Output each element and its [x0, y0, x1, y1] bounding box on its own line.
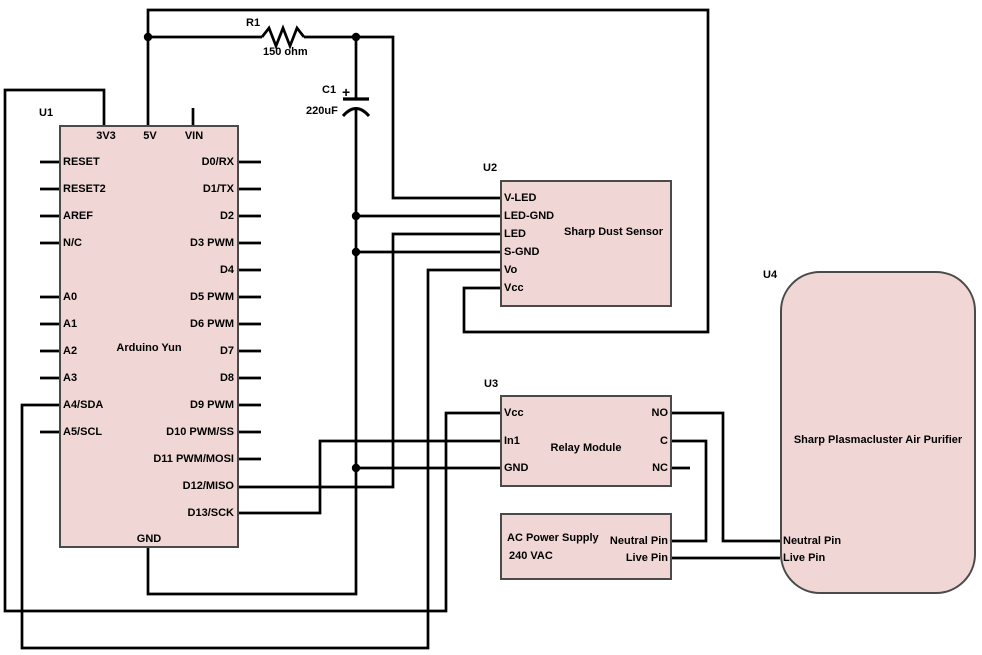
u1-pin-d8: D8 [219, 372, 234, 384]
u3-relay-body [500, 395, 672, 487]
u1-pin-d5: D5 PWM [190, 291, 234, 303]
u4-purifier-body [780, 271, 976, 594]
junction-dot [351, 32, 361, 42]
u1-pin-d1: D1/TX [202, 183, 234, 195]
u1-pin-d6: D6 PWM [190, 318, 234, 330]
c1-ref: C1 [322, 84, 337, 96]
u4-ref: U4 [763, 269, 778, 281]
u1-pin-a3: A3 [63, 372, 78, 384]
u3-ref: U3 [484, 378, 499, 390]
ac-pin-live: Live Pin [625, 552, 668, 564]
u2-name: Sharp Dust Sensor [564, 226, 664, 238]
u1-pin-5v: 5V [143, 130, 157, 142]
u1-pin-nc: N/C [63, 237, 82, 249]
u1-pin-a0: A0 [63, 291, 78, 303]
wire [672, 439, 708, 543]
wire [146, 8, 710, 334]
u3-pin-nc: NC [652, 462, 668, 474]
u2-pin-sgnd: S-GND [504, 246, 540, 258]
u1-pin-d3: D3 PWM [190, 237, 234, 249]
u1-pin-reset: RESET [63, 156, 100, 168]
u4-pin-neutral: Neutral Pin [783, 535, 842, 547]
u1-pin-d13: D13/SCK [187, 507, 234, 519]
u1-pin-aref: AREF [63, 210, 93, 222]
u4-name: Sharp Plasmacluster Air Purifier [793, 434, 963, 446]
u1-ref: U1 [39, 107, 54, 119]
u1-pin-d7: D7 [219, 345, 234, 357]
u1-pin-a5-scl: A5/SCL [63, 426, 103, 438]
u2-pin-vo: Vo [504, 264, 518, 276]
resistor-symbol [260, 24, 306, 50]
u3-pin-vcc: Vcc [504, 407, 524, 419]
wire [20, 268, 500, 650]
u2-pin-vled: V-LED [504, 192, 537, 204]
ac-supply-name: AC Power Supply [507, 532, 599, 544]
u3-pin-in1: In1 [504, 435, 520, 447]
wire [146, 108, 358, 596]
u1-pin-a2: A2 [63, 345, 78, 357]
u3-pin-c: C [660, 435, 668, 447]
u4-pin-live: Live Pin [783, 552, 826, 564]
pin-stub [40, 160, 59, 434]
u2-pin-led: LED [504, 228, 526, 240]
u2-pin-vcc: Vcc [504, 282, 524, 294]
u1-pin-gnd: GND [136, 533, 162, 545]
junction-dot [351, 247, 361, 257]
u1-name: Arduino Yun [116, 342, 182, 354]
capacitor-symbol [341, 97, 371, 118]
u2-ref: U2 [483, 162, 498, 174]
u2-dust-sensor-body [500, 180, 672, 307]
u1-pin-d9: D9 PWM [190, 399, 234, 411]
wire [304, 35, 500, 200]
c1-polarity: + [342, 84, 351, 100]
c1-value: 220uF [306, 105, 338, 117]
ac-pin-neutral: Neutral Pin [609, 535, 668, 547]
u1-pin-vin: VIN [184, 130, 204, 142]
u1-pin-d0: D0/RX [201, 156, 234, 168]
u1-pin-d10: D10 PWM/SS [166, 426, 234, 438]
u1-pin-d12: D12/MISO [182, 480, 234, 492]
u1-arduino-body [59, 125, 239, 548]
r1-ref: R1 [246, 17, 261, 29]
u3-pin-no: NO [651, 407, 669, 419]
junction-dot [351, 211, 361, 221]
wire [3, 88, 500, 613]
u1-pin-d4: D4 [219, 264, 234, 276]
u1-pin-3v3: 3V3 [96, 130, 116, 142]
u1-pin-reset2: RESET2 [63, 183, 106, 195]
u1-pin-d2: D2 [219, 210, 234, 222]
u1-pin-a1: A1 [63, 318, 78, 330]
u3-pin-gnd: GND [504, 462, 529, 474]
ac-supply-rating: 240 VAC [509, 550, 553, 562]
ac-supply-body [500, 513, 672, 580]
pin-stub [239, 160, 261, 461]
u1-pin-a4-sda: A4/SDA [63, 399, 104, 411]
wire [239, 439, 500, 515]
wire [239, 232, 500, 489]
u2-pin-ledgnd: LED-GND [504, 210, 555, 222]
wire [672, 411, 780, 543]
junction-dot [143, 32, 153, 42]
u1-pin-d11: D11 PWM/MOSI [153, 453, 234, 465]
junction-dot [351, 463, 361, 473]
u3-name: Relay Module [550, 442, 622, 454]
r1-value: 150 ohm [263, 46, 308, 58]
